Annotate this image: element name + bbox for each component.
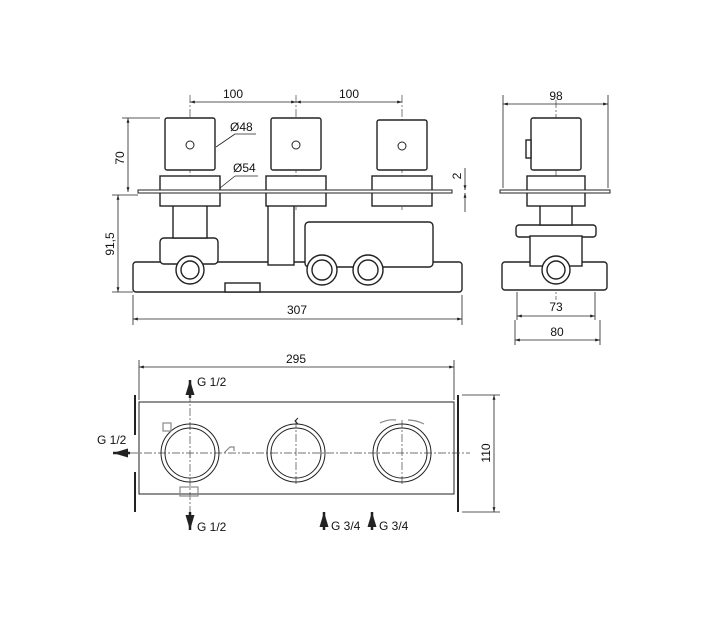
inlet-2-label: G 3/4	[379, 519, 409, 533]
shower-head-icon	[162, 422, 172, 432]
handle-knob	[164, 117, 216, 171]
bathtub-icon	[179, 486, 199, 497]
outlet-bottom-label: G 1/2	[197, 520, 227, 534]
side-view: 98 73 80	[499, 89, 611, 345]
dim-total-width: 307	[287, 303, 307, 317]
connector-pipe	[267, 204, 295, 266]
handle-ring	[372, 423, 432, 483]
cover-plate	[138, 401, 455, 495]
temperature-mark-icon	[294, 417, 299, 425]
dim-mount-outer: 80	[550, 325, 564, 339]
handle-ring	[160, 423, 220, 483]
cover-plate	[499, 189, 611, 194]
handle-knob	[530, 117, 582, 171]
inlet-1-label: G 3/4	[331, 519, 361, 533]
dim-collar-diameter: Ø54	[233, 161, 256, 175]
cover-plate	[137, 189, 453, 194]
dim-plan-height: 110	[479, 443, 493, 462]
handle-ring	[266, 423, 326, 483]
dim-spacing-right: 100	[339, 87, 359, 101]
flow-scale-icon	[379, 419, 425, 425]
hand-shower-icon	[223, 446, 235, 454]
front-view: 100 100 70 91,5 Ø48 Ø54 2 307	[103, 87, 467, 325]
dim-body-depth: 91,5	[103, 232, 117, 256]
handle-knob	[376, 119, 428, 171]
dim-handle-height: 70	[113, 151, 127, 165]
dim-handle-diameter: Ø48	[230, 120, 253, 134]
dim-mount-inner: 73	[549, 300, 563, 314]
plan-view: G 1/2 G 1/2 G 1/2 G 3/4 G 3/4 295 110	[97, 352, 500, 534]
dim-plate-thickness: 2	[450, 172, 464, 179]
outlet-top-label: G 1/2	[197, 375, 227, 389]
dim-plan-width: 295	[286, 352, 306, 366]
dim-spacing-left: 100	[223, 87, 243, 101]
outlet-left-label: G 1/2	[97, 433, 127, 447]
dim-plate-width: 98	[549, 89, 563, 103]
handle-knob	[270, 117, 322, 171]
